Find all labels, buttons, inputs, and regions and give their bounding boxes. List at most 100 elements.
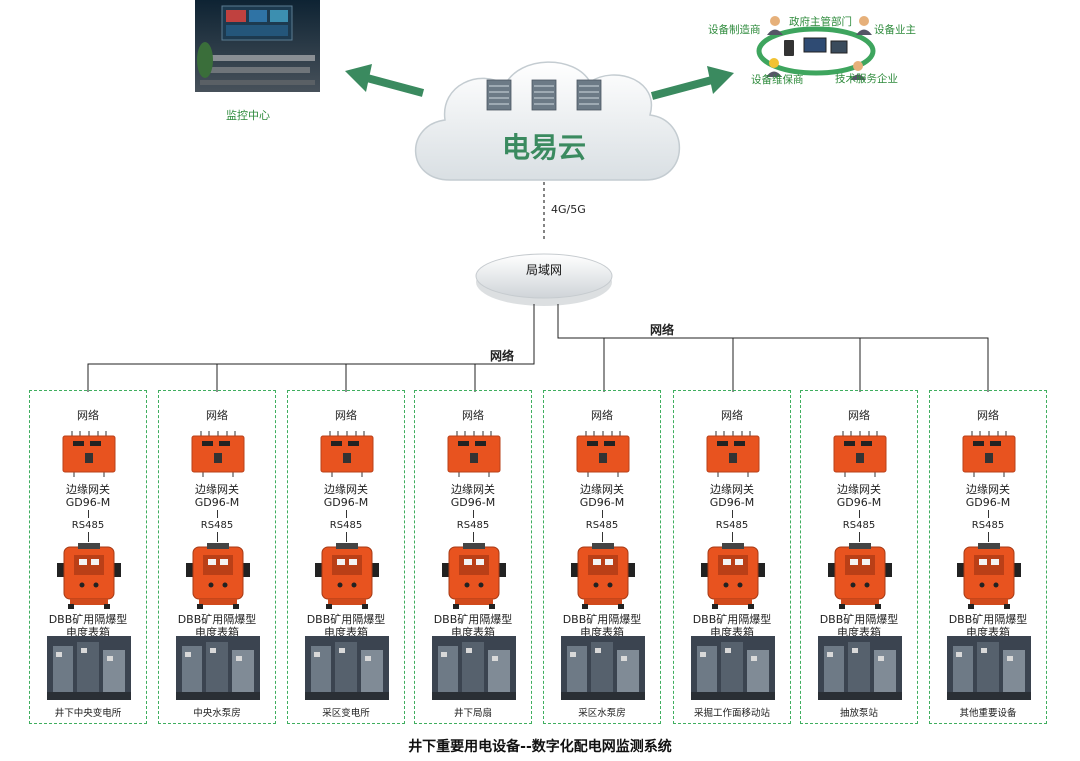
gateway-model: GD96-M bbox=[579, 496, 625, 509]
meter-name-line1: DBB矿用隔爆型 bbox=[306, 613, 386, 626]
bus-label: RS485 bbox=[329, 520, 363, 531]
network-label: 网络 bbox=[206, 409, 228, 422]
site-photo bbox=[432, 636, 516, 700]
site-name: 采区变电所 bbox=[322, 708, 370, 719]
bus-label: RS485 bbox=[585, 520, 619, 531]
top-diagram: 电易云 4G/5G 局域网 网络 网络 设备制造商 政府主管部门 设备业主 设备… bbox=[87, 0, 989, 392]
bus-line bbox=[346, 532, 347, 542]
bus-label: RS485 bbox=[842, 520, 876, 531]
bus-line bbox=[473, 532, 474, 542]
gateway-icon bbox=[191, 431, 245, 477]
gateway-icon bbox=[962, 431, 1016, 477]
meter-name-line1: DBB矿用隔爆型 bbox=[819, 613, 899, 626]
meter-name-line2: 电度表箱 bbox=[580, 626, 624, 639]
meter-name-line2: 电度表箱 bbox=[66, 626, 110, 639]
site-photo bbox=[947, 636, 1031, 700]
lan-node bbox=[475, 253, 613, 306]
stakeholder-maintainer: 设备维保商 bbox=[751, 73, 804, 86]
meter-name-line1: DBB矿用隔爆型 bbox=[948, 613, 1028, 626]
meter-name-line1: DBB矿用隔爆型 bbox=[692, 613, 772, 626]
network-label: 网络 bbox=[721, 409, 743, 422]
site-column-4: 网络 边缘网关 GD96-M RS485 bbox=[414, 390, 532, 724]
bus-line bbox=[859, 510, 860, 518]
network-label: 网络 bbox=[977, 409, 999, 422]
site-photo bbox=[47, 636, 131, 700]
stakeholder-government: 政府主管部门 bbox=[789, 15, 852, 28]
arrow-to-monitor bbox=[345, 64, 425, 97]
network-label-left: 网络 bbox=[490, 348, 514, 363]
gateway-name: 边缘网关 bbox=[710, 483, 754, 496]
site-column-6: 网络 边缘网关 GD96-M RS485 bbox=[673, 390, 791, 724]
meter-name-line1: DBB矿用隔爆型 bbox=[562, 613, 642, 626]
site-column-1: 网络 边缘网关 GD96-M RS485 bbox=[29, 390, 147, 724]
bus-line bbox=[602, 510, 603, 518]
bus-line bbox=[217, 510, 218, 518]
gateway-model: GD96-M bbox=[450, 496, 496, 509]
bus-label: RS485 bbox=[200, 520, 234, 531]
lan-label: 局域网 bbox=[526, 263, 562, 277]
meter-name-line1: DBB矿用隔爆型 bbox=[177, 613, 257, 626]
site-photo bbox=[691, 636, 775, 700]
monitor-center-photo bbox=[195, 0, 320, 92]
gateway-name: 边缘网关 bbox=[580, 483, 624, 496]
site-name: 中央水泵房 bbox=[193, 708, 241, 719]
site-name: 其他重要设备 bbox=[959, 708, 1017, 719]
network-label: 网络 bbox=[335, 409, 357, 422]
bus-label: RS485 bbox=[715, 520, 749, 531]
site-name: 采掘工作面移动站 bbox=[693, 708, 770, 719]
site-photo bbox=[176, 636, 260, 700]
bus-line bbox=[602, 532, 603, 542]
meter-box-icon bbox=[828, 543, 892, 609]
meter-box-icon bbox=[957, 543, 1021, 609]
link-label: 4G/5G bbox=[551, 203, 586, 216]
stakeholder-manufacturer: 设备制造商 bbox=[708, 23, 761, 36]
cloud-label: 电易云 bbox=[502, 131, 586, 164]
gateway-name: 边缘网关 bbox=[66, 483, 110, 496]
meter-name-line2: 电度表箱 bbox=[710, 626, 754, 639]
site-column-3: 网络 边缘网关 GD96-M RS485 bbox=[287, 390, 405, 724]
gateway-icon bbox=[447, 431, 501, 477]
bus-label: RS485 bbox=[456, 520, 490, 531]
gateway-icon bbox=[833, 431, 887, 477]
gateway-model: GD96-M bbox=[194, 496, 240, 509]
site-column-2: 网络 边缘网关 GD96-M RS485 bbox=[158, 390, 276, 724]
meter-name-line2: 电度表箱 bbox=[837, 626, 881, 639]
meter-box-icon bbox=[571, 543, 635, 609]
bus-line bbox=[346, 510, 347, 518]
network-label: 网络 bbox=[848, 409, 870, 422]
meter-name-line2: 电度表箱 bbox=[966, 626, 1010, 639]
gateway-icon bbox=[320, 431, 374, 477]
gateway-icon bbox=[706, 431, 760, 477]
bus-line bbox=[88, 532, 89, 542]
meter-name-line2: 电度表箱 bbox=[451, 626, 495, 639]
meter-name-line1: DBB矿用隔爆型 bbox=[48, 613, 128, 626]
site-name: 采区水泵房 bbox=[578, 708, 626, 719]
bus-line bbox=[732, 510, 733, 518]
meter-box-icon bbox=[701, 543, 765, 609]
gateway-model: GD96-M bbox=[965, 496, 1011, 509]
gateway-name: 边缘网关 bbox=[966, 483, 1010, 496]
meter-box-icon bbox=[186, 543, 250, 609]
stakeholder-owner: 设备业主 bbox=[874, 23, 916, 36]
gateway-model: GD96-M bbox=[836, 496, 882, 509]
bus-line bbox=[988, 532, 989, 542]
gateway-name: 边缘网关 bbox=[324, 483, 368, 496]
site-column-7: 网络 边缘网关 GD96-M RS485 bbox=[800, 390, 918, 724]
gateway-name: 边缘网关 bbox=[195, 483, 239, 496]
network-label-right: 网络 bbox=[650, 322, 674, 337]
network-label: 网络 bbox=[591, 409, 613, 422]
meter-box-icon bbox=[315, 543, 379, 609]
network-lines bbox=[87, 304, 989, 392]
site-name: 井下局扇 bbox=[453, 708, 492, 719]
stakeholder-service: 技术服务企业 bbox=[835, 72, 898, 85]
gateway-model: GD96-M bbox=[323, 496, 369, 509]
cloud-icon bbox=[414, 61, 681, 181]
bus-line bbox=[732, 532, 733, 542]
meter-box-icon bbox=[442, 543, 506, 609]
site-photo bbox=[305, 636, 389, 700]
gateway-icon bbox=[576, 431, 630, 477]
site-photo bbox=[818, 636, 902, 700]
bus-line bbox=[859, 532, 860, 542]
monitor-center-label: 监控中心 bbox=[226, 109, 270, 122]
bus-line bbox=[88, 510, 89, 518]
